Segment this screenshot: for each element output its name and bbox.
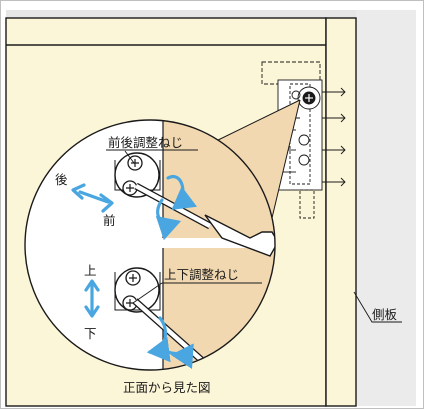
label-front-back-screw: 前後調整ねじ [108, 135, 183, 150]
background-wall [356, 10, 416, 406]
top-strip [6, 10, 356, 18]
label-up-down-screw: 上下調整ねじ [164, 267, 239, 282]
rotate-arrow-upper [155, 174, 198, 241]
label-front-view: 正面から見た図 [123, 380, 211, 395]
label-up: 上 [84, 263, 97, 278]
callout-line-b [271, 99, 301, 219]
side-panel-board [325, 17, 357, 407]
callout-line-a [213, 99, 301, 143]
rotate-arrow-lower [146, 316, 194, 370]
leader-side-panel [353, 291, 402, 323]
label-back: 後 [55, 172, 68, 187]
label-side-panel: 側板 [372, 307, 398, 322]
up-down-arrow [84, 279, 100, 318]
magnifier-circle [25, 120, 275, 370]
magnifier-outline [24, 119, 276, 371]
leader-up-down-screw [132, 282, 163, 304]
label-down: 下 [84, 326, 97, 341]
leader-front-back-screw [124, 150, 135, 164]
front-back-arrow [71, 183, 114, 213]
label-front: 前 [103, 213, 116, 228]
